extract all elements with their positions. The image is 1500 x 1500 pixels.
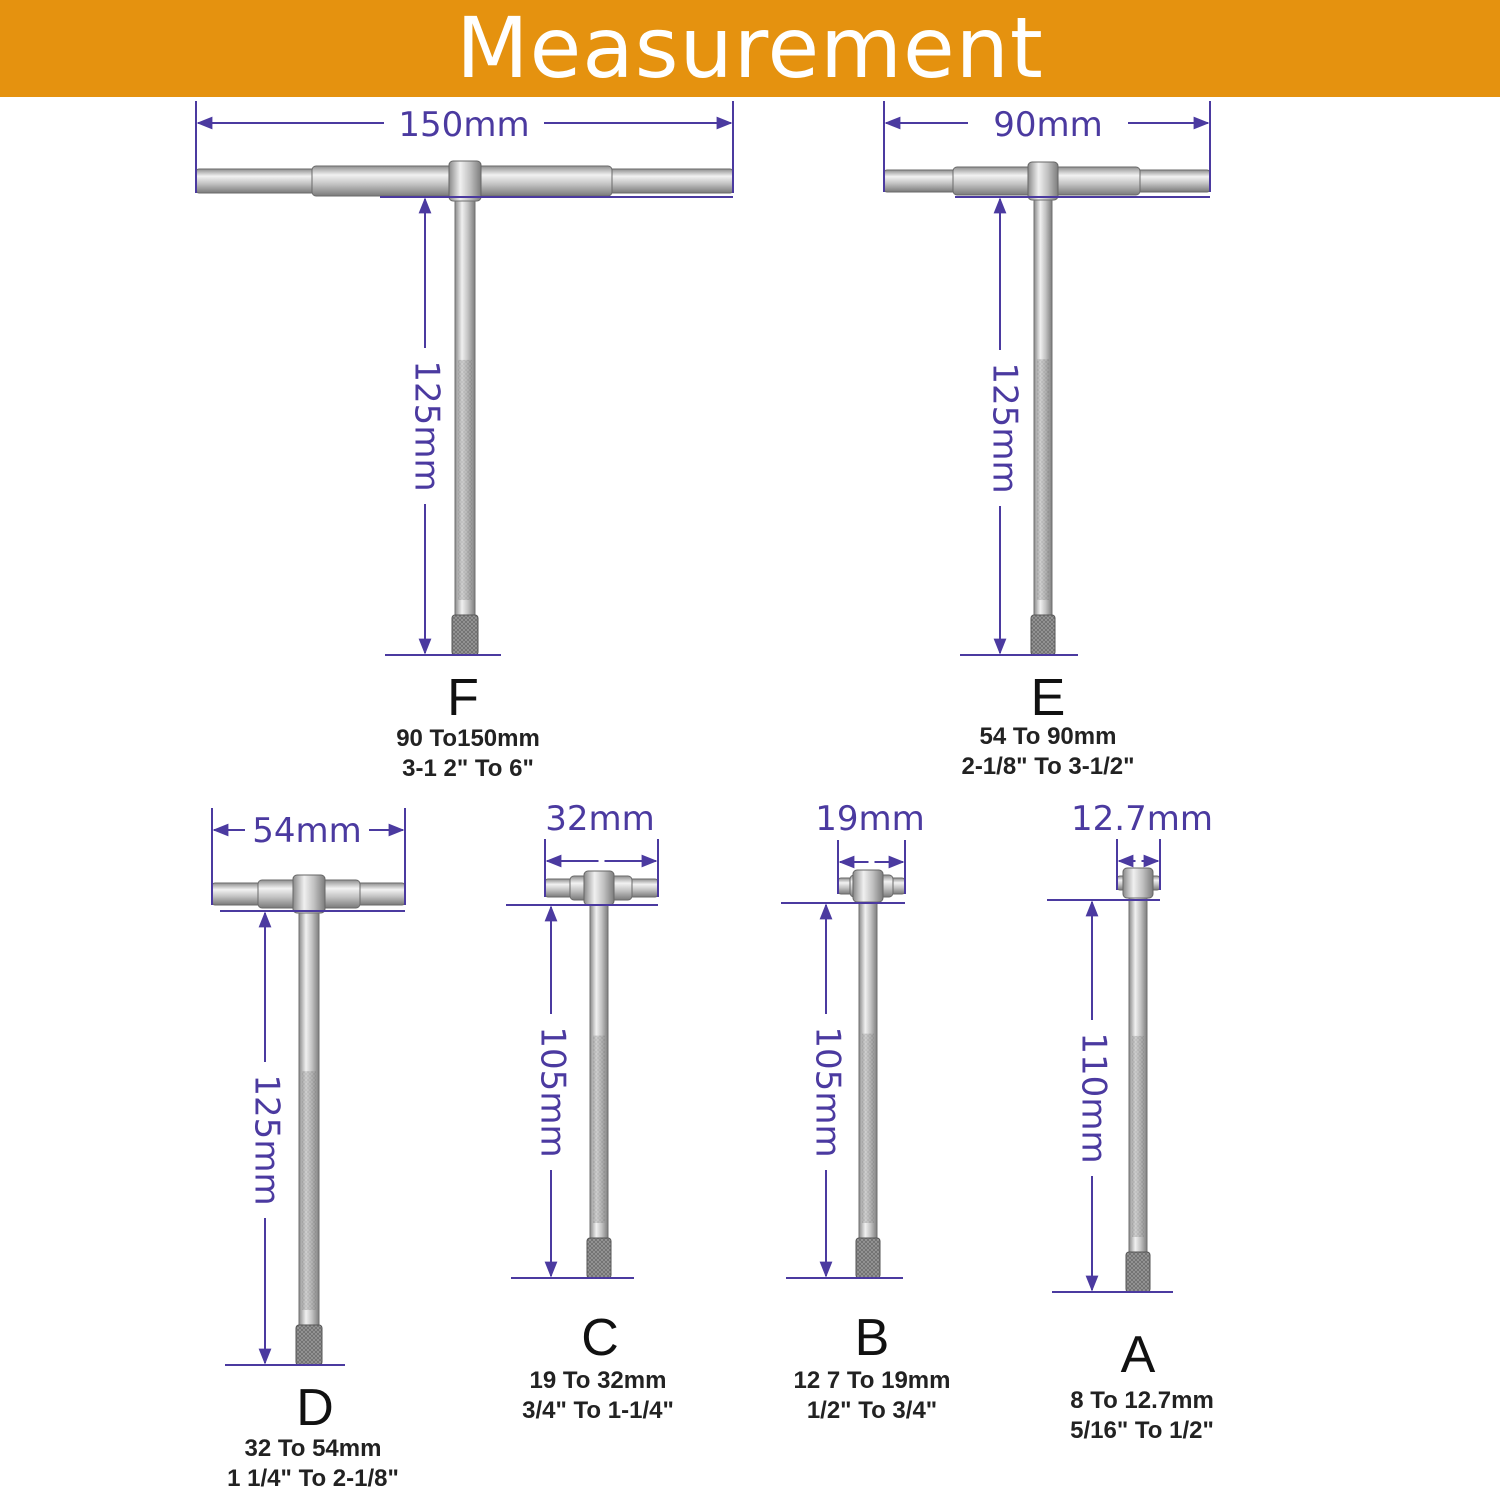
handle-hub	[448, 160, 482, 202]
stem-grip	[862, 1033, 874, 1223]
gauge-letter-d: D	[296, 1379, 334, 1437]
length-label: 105mm	[808, 1026, 848, 1157]
lock-knob	[1030, 614, 1056, 656]
gauge-range-d: 32 To 54mm 1 1/4" To 2-1/8"	[173, 1434, 453, 1494]
gauge-letter-b: B	[854, 1309, 890, 1367]
width-label: 12.7mm	[1071, 799, 1213, 839]
gauge-e: 90mm 125mm	[883, 101, 1211, 656]
range-mm: 8 To 12.7mm	[1070, 1387, 1214, 1414]
gauge-letter-e: E	[1030, 669, 1066, 727]
gauge-range-e: 54 To 90mm 2-1/8" To 3-1/2"	[908, 722, 1188, 782]
stem-grip	[593, 1035, 605, 1223]
gauge-letter-c: C	[581, 1309, 619, 1367]
range-mm: 12 7 To 19mm	[793, 1367, 951, 1394]
stem-grip	[1037, 359, 1049, 600]
gauge-a: 12.7mm 110mm	[1047, 799, 1213, 1293]
lock-knob	[1125, 1251, 1151, 1293]
handle-hub	[852, 869, 884, 903]
gauge-range-a: 8 To 12.7mm 5/16" To 1/2"	[1002, 1386, 1282, 1446]
handle-hub	[292, 874, 326, 914]
gauge-c: 32mm 105mm	[506, 799, 659, 1279]
length-label: 125mm	[407, 360, 447, 491]
gauge-letter-f: F	[447, 669, 479, 727]
gauge-diagram: 150mm125mm90mm125mm54mm125mm32mm105mm19m…	[195, 101, 1213, 1366]
gauge-b: 19mm 105mm	[781, 799, 925, 1279]
handle-hub	[1122, 867, 1154, 899]
length-label: 125mm	[247, 1074, 287, 1205]
range-inch: 1/2" To 3/4"	[806, 1397, 938, 1424]
range-mm: 32 To 54mm	[244, 1435, 382, 1462]
width-label: 90mm	[993, 105, 1103, 145]
length-label: 105mm	[533, 1026, 573, 1157]
gauge-range-b: 12 7 To 19mm 1/2" To 3/4"	[732, 1366, 1012, 1426]
title-banner: Measurement	[0, 0, 1500, 97]
width-label: 19mm	[815, 799, 925, 839]
gauge-range-f: 90 To150mm 3-1 2" To 6"	[328, 724, 608, 784]
gauge-range-c: 19 To 32mm 3/4" To 1-1/4"	[458, 1366, 738, 1426]
lock-knob	[295, 1324, 323, 1366]
stem-grip	[458, 359, 472, 600]
lock-knob	[586, 1237, 612, 1279]
handle-hub	[583, 870, 615, 906]
length-label: 125mm	[985, 362, 1025, 493]
lock-knob	[451, 614, 479, 656]
width-label: 54mm	[252, 811, 362, 851]
stem-grip	[1132, 1035, 1144, 1237]
stem-grip	[302, 1071, 316, 1310]
range-mm: 54 To 90mm	[979, 723, 1117, 750]
lock-knob	[855, 1237, 881, 1279]
range-inch: 5/16" To 1/2"	[1070, 1417, 1214, 1444]
width-label: 150mm	[398, 105, 529, 145]
range-mm: 90 To150mm	[396, 725, 540, 752]
length-label: 110mm	[1074, 1032, 1114, 1163]
width-label: 32mm	[545, 799, 655, 839]
gauge-f: 150mm 125mm	[195, 101, 734, 656]
gauge-d: 54mm 125mm	[211, 808, 406, 1366]
page-title: Measurement	[456, 0, 1044, 97]
range-inch: 3-1 2" To 6"	[402, 755, 534, 782]
range-mm: 19 To 32mm	[529, 1367, 667, 1394]
range-inch: 3/4" To 1-1/4"	[522, 1397, 674, 1424]
gauge-letter-a: A	[1120, 1326, 1156, 1384]
handle-hub	[1027, 161, 1059, 201]
range-inch: 1 1/4" To 2-1/8"	[227, 1465, 399, 1492]
range-inch: 2-1/8" To 3-1/2"	[961, 753, 1135, 780]
